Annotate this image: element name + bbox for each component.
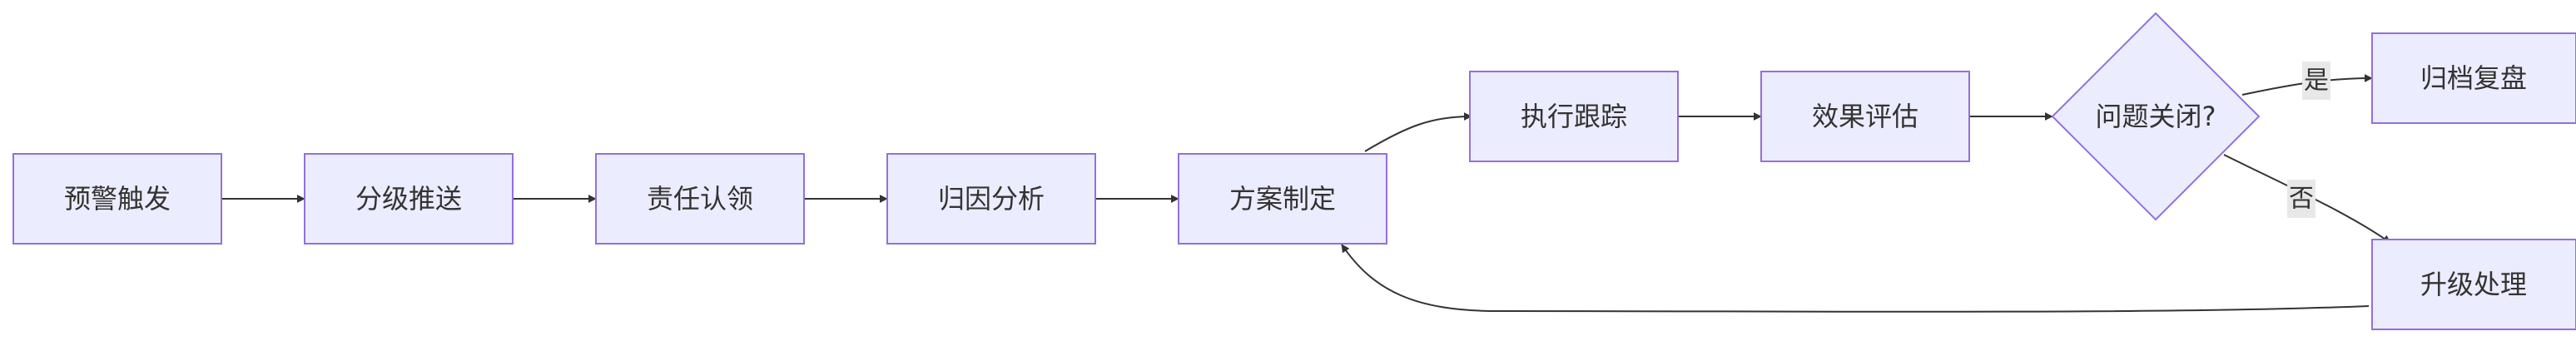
edge-label-yes: 是 — [2302, 62, 2330, 100]
node-effect-evaluation: 效果评估 — [1760, 71, 1970, 162]
node-tiered-push: 分级推送 — [304, 153, 514, 245]
node-label: 方案制定 — [1229, 183, 1336, 215]
node-label: 效果评估 — [1812, 101, 1918, 132]
edge-label-yes-text: 是 — [2304, 67, 2329, 96]
node-warning-trigger: 预警触发 — [12, 153, 222, 245]
edge-label-no: 否 — [2287, 180, 2315, 218]
node-label: 归因分析 — [938, 183, 1045, 215]
node-root-cause-analysis: 归因分析 — [886, 153, 1096, 245]
node-label: 升级处理 — [2420, 269, 2527, 300]
node-execution-tracking: 执行跟踪 — [1469, 71, 1679, 162]
node-plan-formulation: 方案制定 — [1178, 153, 1387, 245]
node-label: 问题关闭? — [2096, 101, 2216, 132]
node-responsibility-claim: 责任认领 — [595, 153, 805, 245]
edge-n5-n6 — [1364, 112, 1472, 152]
node-label: 执行跟踪 — [1521, 101, 1627, 132]
node-label: 预警触发 — [64, 183, 171, 215]
node-label: 责任认领 — [647, 183, 753, 215]
node-archive-review: 归档复盘 — [2371, 32, 2576, 124]
edge-label-no-text: 否 — [2289, 185, 2314, 214]
node-label: 归档复盘 — [2420, 62, 2527, 94]
node-decision-issue-closed: 问题关闭? — [2051, 12, 2261, 221]
node-label: 分级推送 — [355, 183, 462, 215]
edge-n10-n5 — [1341, 244, 2370, 313]
node-escalation: 升级处理 — [2371, 239, 2576, 330]
